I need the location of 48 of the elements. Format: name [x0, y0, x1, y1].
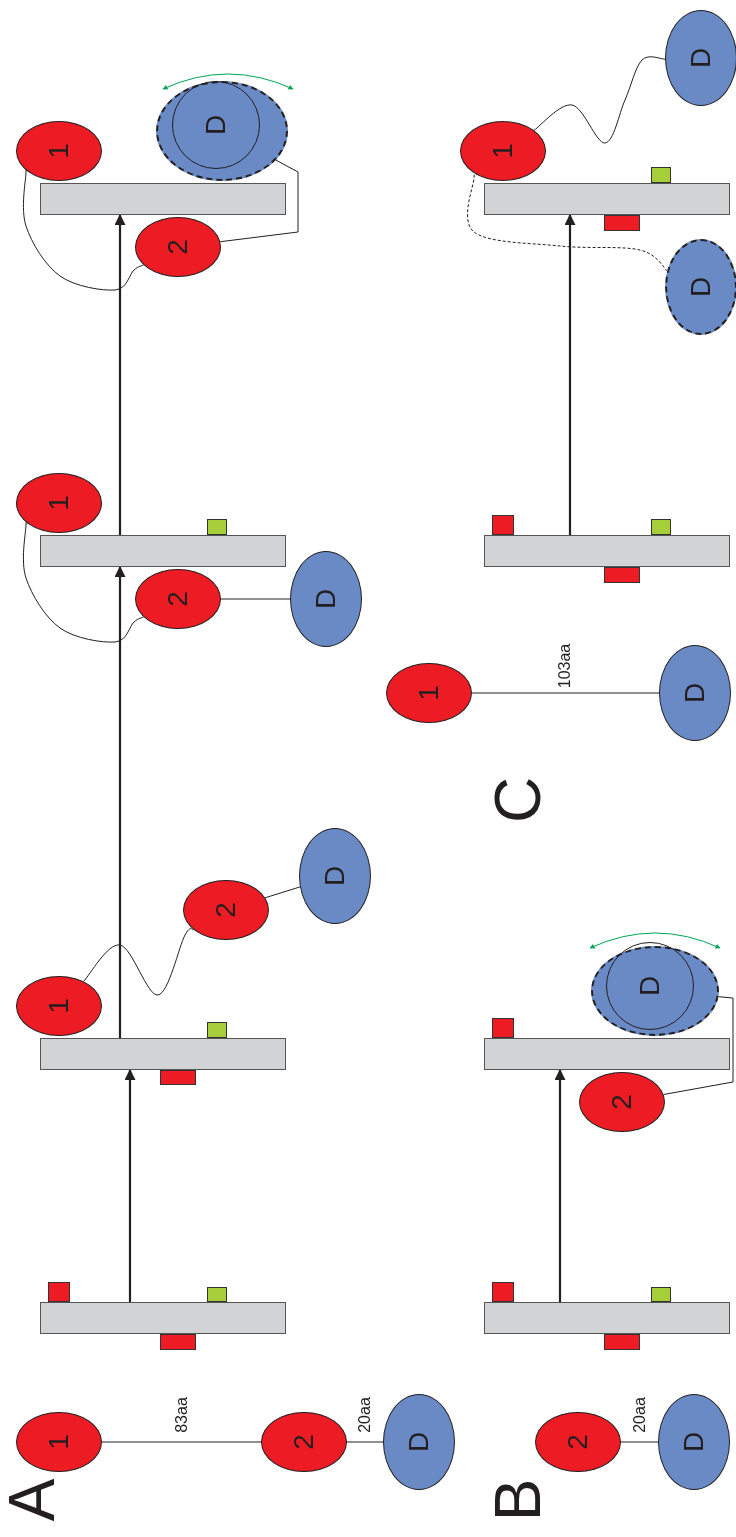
linker-line — [264, 886, 301, 899]
membrane-bar — [40, 535, 286, 567]
linker-line — [663, 996, 734, 1095]
linker-line — [83, 928, 195, 996]
panel-label: A — [0, 1478, 64, 1522]
domain-label: D — [687, 276, 715, 298]
linker-line — [220, 598, 291, 600]
arrow — [114, 213, 126, 535]
domain-label: 2 — [608, 1094, 636, 1110]
membrane-bar — [40, 1038, 286, 1070]
linker-line — [471, 692, 660, 694]
domain-label: D — [312, 588, 340, 610]
membrane-bar — [40, 183, 286, 215]
domain-label: D — [681, 682, 709, 704]
linker-line — [346, 1441, 384, 1443]
membrane-bar — [484, 535, 730, 567]
linker-line — [533, 56, 666, 144]
membrane-bar — [484, 183, 730, 215]
domain-label: 1 — [415, 685, 443, 701]
domain-label: D — [636, 975, 665, 997]
panel-label: B — [485, 1478, 550, 1522]
membrane-bar — [40, 1302, 286, 1334]
domain-label: 2 — [564, 1434, 592, 1450]
domain-label: 1 — [45, 1434, 73, 1450]
domain-label: D — [680, 1431, 708, 1453]
membrane-bar — [484, 1302, 730, 1334]
linker-line — [219, 159, 299, 243]
arrow — [114, 565, 126, 1038]
domain-label: 2 — [212, 902, 240, 918]
membrane-bar — [484, 1038, 730, 1070]
arrow — [554, 1068, 566, 1302]
panel-label: C — [486, 776, 551, 824]
domain-label: 2 — [164, 239, 192, 255]
domain-label: D — [687, 47, 715, 69]
domain-label: 1 — [45, 998, 73, 1014]
linker-line — [101, 1441, 262, 1443]
domain-label: 2 — [290, 1434, 318, 1450]
domain-label: 2 — [164, 591, 192, 607]
arrow — [564, 213, 576, 535]
linker-line — [22, 520, 145, 643]
domain-label: 1 — [45, 143, 73, 159]
domain-label: 1 — [489, 143, 517, 159]
arrow — [124, 1068, 136, 1302]
domain-label: D — [405, 1431, 433, 1453]
linker-line — [620, 1441, 659, 1443]
domain-label: D — [202, 114, 231, 136]
domain-label: D — [321, 865, 349, 887]
domain-label: 1 — [45, 495, 73, 511]
